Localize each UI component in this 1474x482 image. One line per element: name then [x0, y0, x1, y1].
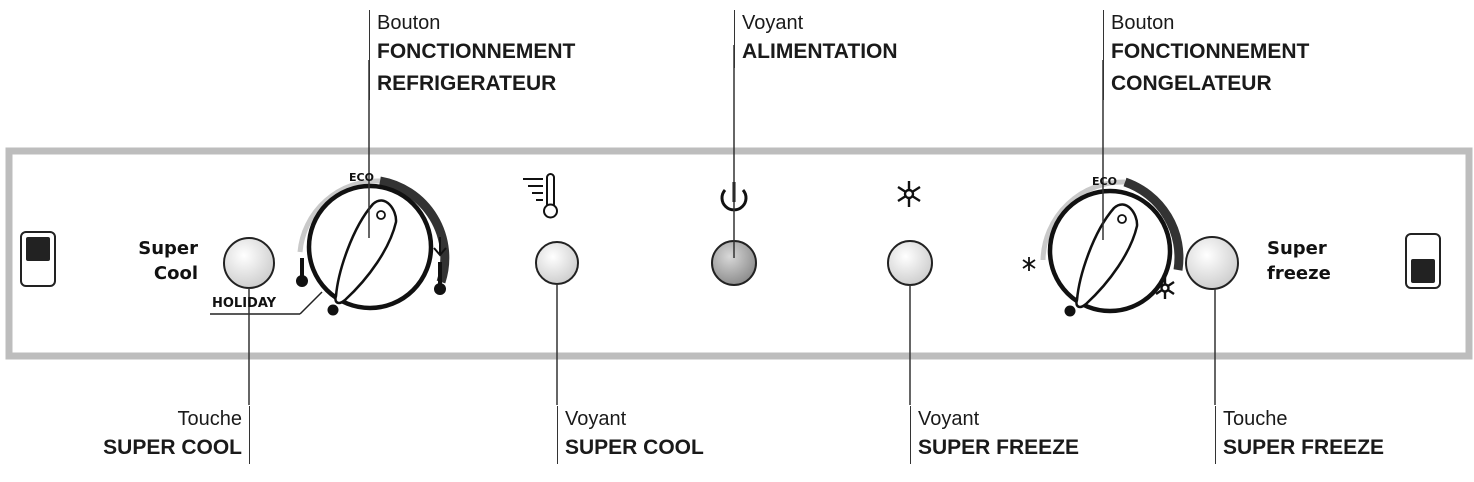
holiday-label: HOLIDAY	[212, 296, 277, 311]
super-freeze-indicator-light	[887, 240, 933, 286]
super-cool-button[interactable]	[223, 237, 275, 289]
callout-super-cool-key: Touche SUPER COOL	[103, 406, 250, 464]
callout-super-cool-key-pre: Touche	[177, 408, 243, 430]
snowflake-icon	[897, 181, 921, 207]
super-freeze-label: Super freeze	[1267, 236, 1331, 286]
super-cool-label-line2: Cool	[153, 263, 198, 284]
super-freeze-label-line1: Super	[1267, 238, 1327, 259]
super-freeze-button[interactable]	[1185, 236, 1239, 290]
super-cool-label: Super Cool	[128, 236, 198, 286]
holiday-slash	[299, 291, 323, 315]
left-rocker-switch[interactable]	[20, 231, 56, 287]
freezer-knob-scale	[1022, 177, 1184, 317]
callout-super-freeze-key-line1: SUPER FREEZE	[1223, 436, 1385, 459]
callout-super-freeze-key-pre: Touche	[1223, 408, 1288, 430]
callout-super-cool-light-pre: Voyant	[565, 408, 627, 430]
callout-leader-lines	[248, 45, 1216, 405]
callout-freezer-knob-line1: FONCTIONNEMENT	[1111, 40, 1310, 63]
callout-fridge-knob-line1: FONCTIONNEMENT	[377, 40, 576, 63]
fridge-knob-scale	[296, 176, 450, 316]
super-cool-label-line1: Super	[138, 238, 198, 259]
freezer-eco-label: ECO	[1092, 175, 1117, 188]
callout-fridge-knob-line2: REFRIGERATEUR	[377, 72, 557, 95]
callout-fridge-knob: Bouton FONCTIONNEMENT REFRIGERATEUR	[369, 10, 575, 100]
callout-freezer-knob: Bouton FONCTIONNEMENT CONGELATEUR	[1103, 10, 1309, 100]
super-freeze-label-line2: freeze	[1267, 263, 1331, 284]
callout-super-freeze-light: Voyant SUPER FREEZE	[910, 406, 1079, 464]
callout-super-freeze-light-line1: SUPER FREEZE	[918, 436, 1080, 459]
thermometer-cool-icon	[523, 173, 558, 219]
callout-fridge-knob-pre: Bouton	[377, 12, 441, 34]
callout-freezer-knob-line2: CONGELATEUR	[1111, 72, 1272, 95]
right-rocker-switch[interactable]	[1405, 233, 1441, 289]
callout-freezer-knob-pre: Bouton	[1111, 12, 1175, 34]
callout-super-freeze-light-pre: Voyant	[918, 408, 980, 430]
callout-super-freeze-key: Touche SUPER FREEZE	[1215, 406, 1384, 464]
fridge-thermostat-knob[interactable]	[306, 183, 434, 311]
callout-power-light-pre: Voyant	[742, 12, 804, 34]
fridge-eco-label: ECO	[349, 171, 374, 184]
callout-super-cool-light-line1: SUPER COOL	[565, 436, 704, 459]
callout-power-light: Voyant ALIMENTATION	[734, 10, 898, 68]
callout-super-cool-key-line1: SUPER COOL	[103, 436, 242, 459]
callout-power-light-line1: ALIMENTATION	[742, 40, 898, 63]
freezer-thermostat-knob[interactable]	[1047, 188, 1173, 314]
super-cool-indicator-light	[535, 241, 579, 285]
callout-super-cool-light: Voyant SUPER COOL	[557, 406, 704, 464]
